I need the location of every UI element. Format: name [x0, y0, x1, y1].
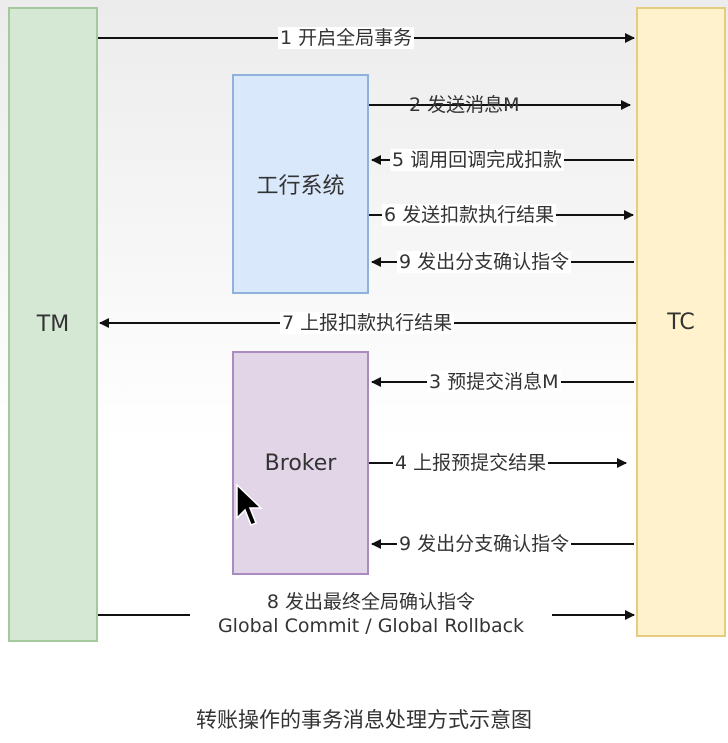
- arrow-5-label: 5 调用回调完成扣款: [390, 149, 565, 171]
- mouse-cursor-icon: [236, 484, 263, 526]
- diagram-caption: 转账操作的事务消息处理方式示意图: [196, 708, 532, 732]
- icbc-system-box[interactable]: 工行系统: [232, 74, 369, 294]
- broker-box[interactable]: Broker: [232, 351, 369, 575]
- arrow-1-label: 1 开启全局事务: [278, 27, 415, 49]
- tc-box[interactable]: TC: [636, 7, 726, 637]
- arrow-6-label: 6 发送扣款执行结果: [382, 204, 557, 226]
- arrow-3-label: 3 预提交消息M: [427, 371, 561, 393]
- arrow-9b-label: 9 发出分支确认指令: [397, 533, 572, 555]
- tc-label: TC: [667, 309, 695, 335]
- arrow-4-label: 4 上报预提交结果: [393, 452, 549, 474]
- arrow-9a-label: 9 发出分支确认指令: [397, 251, 572, 273]
- arrow-2-label: 2 发送消息M: [409, 94, 520, 116]
- arrow-7-label: 7 上报扣款执行结果: [280, 312, 455, 334]
- arrow-8-label-line1: 8 发出最终全局确认指令: [266, 591, 476, 613]
- tm-label: TM: [36, 312, 70, 337]
- arrow-8-label-line2: Global Commit / Global Rollback: [217, 615, 525, 637]
- tm-box[interactable]: TM: [8, 7, 98, 642]
- icbc-system-label: 工行系统: [256, 174, 345, 199]
- broker-label: Broker: [264, 450, 337, 476]
- arrow-8-label: 8 发出最终全局确认指令 Global Commit / Global Roll…: [190, 590, 552, 638]
